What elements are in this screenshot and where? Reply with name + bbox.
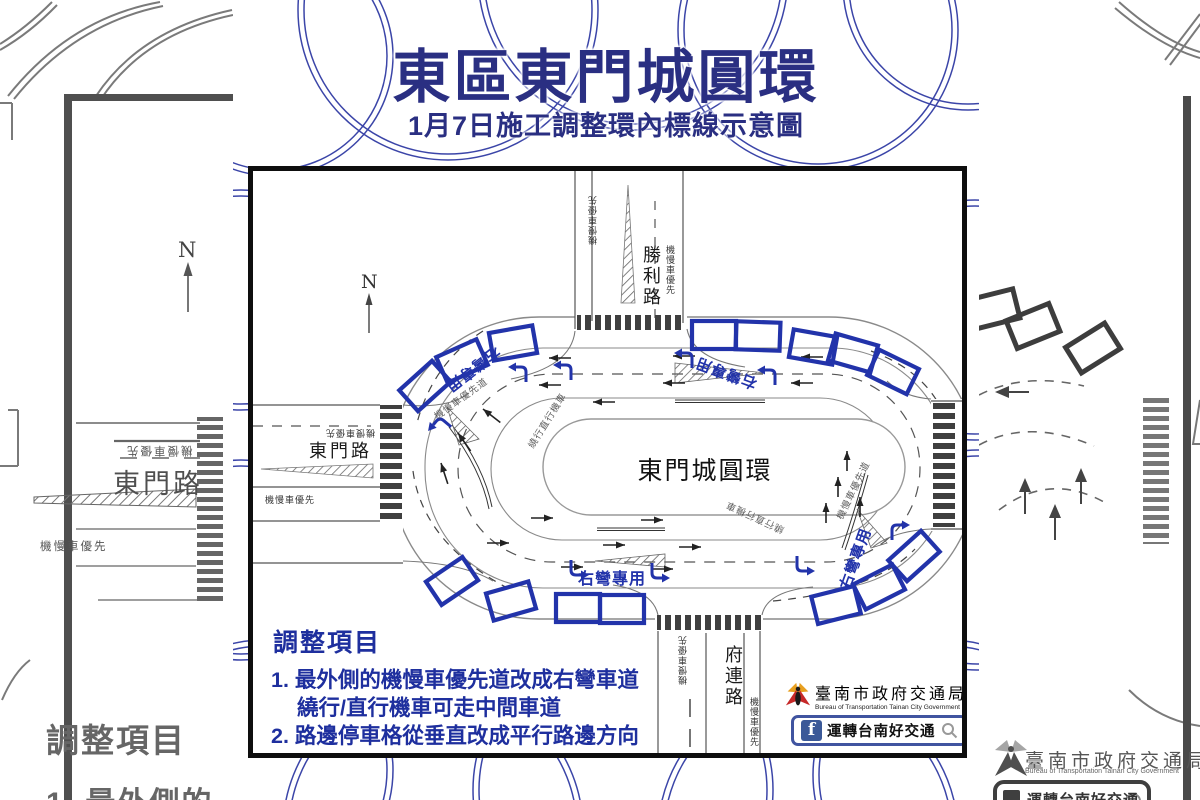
- road-shengli-label: 勝利路: [640, 245, 661, 308]
- bg-compass-north-label: N: [178, 238, 197, 262]
- background-left-strip: 機慢車優先 東門路 機慢車優先 N 調整項目 1. 最外側的機: [0, 0, 233, 800]
- agency-name: 臺南市政府交通局: [814, 685, 967, 703]
- lane-priority-label-south: 機慢車優先: [748, 697, 758, 747]
- notes-item1: 1. 最外側的機慢車優先道改成右彎車道: [271, 668, 639, 692]
- background-right-strip: 臺南市政府交通局 Bureau of Transportation Tainan…: [979, 0, 1200, 800]
- notes-item1-line2: 繞行/直行機車可走中間車道: [297, 696, 561, 720]
- bg-road-dongmen-label: 東門路: [113, 469, 203, 500]
- poster-title: 東區東門城圓環: [392, 43, 820, 111]
- road-dongmen-label: 東門路: [309, 441, 372, 462]
- facebook-icon: f: [801, 720, 822, 741]
- lane-priority-label-north-flipped: 機慢車優先: [589, 195, 599, 245]
- center-panel: 東區東門城圓環 1月7日施工調整環內標線示意圖: [233, 0, 979, 800]
- bg-lane-priority-label-flipped: 機慢車優先: [125, 444, 193, 458]
- notes-heading: 調整項目: [273, 629, 382, 657]
- bg-agency-logo-icon: [995, 740, 1027, 776]
- agency-logo-icon: [785, 682, 811, 706]
- notes-item2: 2. 路邊停車格從垂直改成平行路邊方向: [271, 724, 639, 748]
- fb-page-label: 運轉台南好交通: [827, 724, 936, 740]
- compass-north-label: N: [361, 271, 378, 293]
- bg-agency-name-en: Bureau of Transportation Tainan City Gov…: [1025, 768, 1179, 775]
- roundabout-center-label: 東門城圓環: [637, 457, 773, 485]
- bg-notes-item1-partial: 1. 最外側的機: [46, 778, 233, 800]
- search-icon: [941, 723, 957, 739]
- agency-block: 臺南市政府交通局 Bureau of Transportation Tainan…: [785, 679, 967, 746]
- background-right-linework: [979, 1, 1200, 800]
- bg-agency-name: 臺南市政府交通局: [1025, 751, 1200, 772]
- roundabout-diagram: N 勝利路 機慢車優先 機慢車優先 東門路 機慢車優先 機慢車優先 府連路 機慢…: [248, 166, 967, 758]
- agency-name-en: Bureau of Transportation Tainan City Gov…: [814, 703, 961, 711]
- blue-parking-rects: [396, 318, 943, 627]
- right-turn-only-label-bottom: 右彎專用: [578, 571, 647, 588]
- road-fulian-label: 府連路: [722, 645, 743, 708]
- bg-fb-page-label: 運轉台南好交通: [1027, 789, 1139, 800]
- facebook-badge: f 運轉台南好交通: [791, 715, 962, 746]
- lane-priority-label-south-flipped: 機慢車優先: [679, 635, 689, 685]
- bg-notes-heading: 調整項目: [46, 722, 186, 759]
- lane-priority-label-west-flipped: 機慢車優先: [325, 427, 376, 437]
- lane-priority-label-north: 機慢車優先: [664, 245, 674, 295]
- roundabout-linework: [253, 171, 962, 753]
- bg-lane-priority-label: 機慢車優先: [40, 539, 108, 553]
- background-left-linework: [0, 1, 233, 800]
- poster-subtitle: 1月7日施工調整環內標線示意圖: [407, 111, 805, 141]
- lane-priority-label-west: 機慢車優先: [265, 496, 316, 506]
